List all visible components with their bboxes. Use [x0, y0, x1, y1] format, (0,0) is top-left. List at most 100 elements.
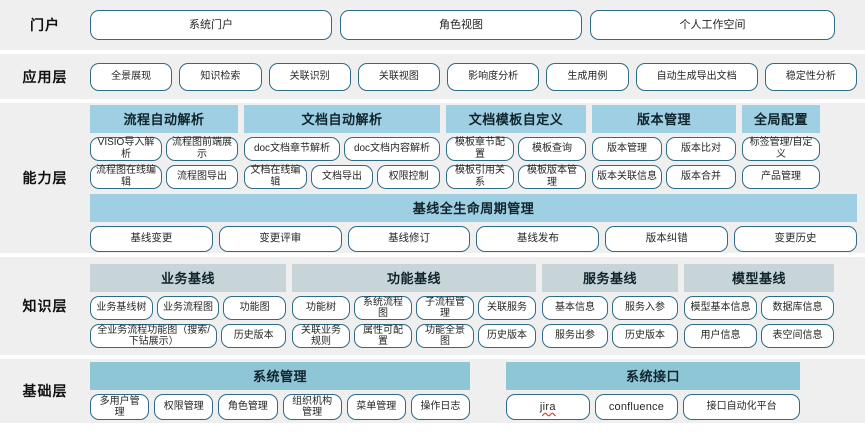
knowledge-item-full-business-flow-chart[interactable]: 全业务流程功能图（搜索/下钻展示）: [90, 324, 218, 348]
knowledge-item-database-info[interactable]: 数据库信息: [761, 296, 834, 320]
knowledge-item-related-business-rule[interactable]: 关联业务规则: [292, 324, 350, 348]
capability-item-flow-frontend-display[interactable]: 流程图前端展示: [166, 136, 238, 161]
application-item-impact-analysis[interactable]: 影响度分析: [447, 62, 540, 91]
application-button-row: 全景展现 知识检索 关联识别 关联视图 影响度分析 生成用例 自动生成导出文档 …: [90, 62, 857, 91]
layer-label-foundation: 基础层: [22, 383, 68, 399]
capability-group-row: doc文档章节解析 doc文档内容解析: [244, 136, 440, 161]
capability-item-doc-export[interactable]: 文档导出: [310, 164, 374, 189]
lifecycle-item-baseline-release[interactable]: 基线发布: [476, 225, 600, 252]
knowledge-item-service-input-param[interactable]: 服务入参: [612, 296, 678, 320]
knowledge-group-title: 模型基线: [684, 264, 834, 292]
confluence-label: confluence: [608, 400, 665, 413]
application-item-auto-export-doc[interactable]: 自动生成导出文档: [635, 62, 758, 91]
capability-item-template-version-mgmt[interactable]: 模板版本管理: [518, 164, 586, 189]
layer-label-knowledge: 知识层: [22, 298, 68, 314]
foundation-item-org-management[interactable]: 组织机构管理: [282, 394, 342, 420]
foundation-group-row: 多用户管理 权限管理 角色管理 组织机构管理 菜单管理 操作日志: [90, 394, 471, 420]
foundation-groups: 系统管理 多用户管理 权限管理 角色管理 组织机构管理 菜单管理 操作日志 系统…: [90, 362, 857, 420]
knowledge-item-related-service[interactable]: 关联服务: [478, 296, 536, 320]
knowledge-group-title: 业务基线: [90, 264, 286, 292]
knowledge-item-subprocess-management[interactable]: 子流程管理: [416, 296, 474, 320]
portal-button-row: 系统门户 角色视图 个人工作空间: [90, 10, 857, 40]
knowledge-group-title: 功能基线: [292, 264, 536, 292]
lifecycle-item-change-history[interactable]: 变更历史: [734, 225, 857, 252]
knowledge-group-row: 功能树 系统流程图 子流程管理 关联服务: [292, 296, 536, 320]
knowledge-item-function-history-version[interactable]: 历史版本: [478, 324, 536, 348]
capability-group-title: 版本管理: [592, 104, 736, 133]
lifecycle-item-baseline-revision[interactable]: 基线修订: [347, 225, 471, 252]
capability-group-row: 标签管理/自定义: [742, 136, 820, 161]
lifecycle-title: 基线全生命周期管理: [90, 193, 857, 222]
knowledge-item-function-panorama[interactable]: 功能全景图: [416, 324, 474, 348]
lifecycle-item-version-correction[interactable]: 版本纠错: [605, 225, 729, 252]
foundation-item-role-management[interactable]: 角色管理: [218, 394, 278, 420]
capability-item-template-chapter-config[interactable]: 模板章节配置: [446, 136, 514, 161]
knowledge-group-row: 关联业务规则 属性可配置 功能全景图 历史版本: [292, 324, 536, 348]
application-item-generate-cases[interactable]: 生成用例: [546, 62, 629, 91]
knowledge-item-system-flow-chart[interactable]: 系统流程图: [354, 296, 412, 320]
portal-item-personal-workspace[interactable]: 个人工作空间: [590, 10, 835, 40]
capability-group-title: 文档自动解析: [244, 104, 440, 133]
foundation-item-menu-management[interactable]: 菜单管理: [346, 394, 406, 420]
application-item-knowledge-search[interactable]: 知识检索: [179, 62, 262, 91]
layer-label-capability: 能力层: [22, 170, 68, 186]
capability-item-version-merge[interactable]: 版本合并: [666, 164, 736, 189]
knowledge-item-business-baseline-tree[interactable]: 业务基线树: [90, 296, 153, 320]
foundation-item-interface-automation-platform[interactable]: 接口自动化平台: [683, 394, 800, 420]
capability-item-visio-import[interactable]: VISIO导入解析: [90, 136, 162, 161]
knowledge-item-service-history-version[interactable]: 历史版本: [612, 324, 678, 348]
application-item-relation-identify[interactable]: 关联识别: [268, 62, 351, 91]
capability-item-flow-online-edit[interactable]: 流程图在线编辑: [90, 164, 162, 189]
capability-item-version-compare[interactable]: 版本比对: [666, 136, 736, 161]
capability-item-flow-export[interactable]: 流程图导出: [166, 164, 238, 189]
jira-label: jira: [539, 400, 556, 413]
knowledge-item-function-chart[interactable]: 功能图: [223, 296, 287, 320]
capability-item-product-management[interactable]: 产品管理: [742, 164, 820, 189]
foundation-item-confluence[interactable]: confluence: [594, 394, 679, 420]
portal-item-system-portal[interactable]: 系统门户: [90, 10, 332, 40]
knowledge-item-attribute-configurable[interactable]: 属性可配置: [354, 324, 412, 348]
knowledge-group-row: 基本信息 服务入参: [542, 296, 678, 320]
capability-group-global-config: 全局配置 标签管理/自定义 产品管理: [742, 104, 820, 189]
capability-group-process-parsing: 流程自动解析 VISIO导入解析 流程图前端展示 流程图在线编辑 流程图导出: [90, 104, 238, 189]
capability-item-tag-management[interactable]: 标签管理/自定义: [742, 136, 820, 161]
capability-group-row: 流程图在线编辑 流程图导出: [90, 164, 238, 189]
layer-capability: 能力层 流程自动解析 VISIO导入解析 流程图前端展示 流程图在线编辑 流程图…: [0, 103, 865, 253]
foundation-item-multi-user-management[interactable]: 多用户管理: [90, 394, 150, 420]
capability-item-version-relation-info[interactable]: 版本关联信息: [592, 164, 662, 189]
foundation-item-operation-log[interactable]: 操作日志: [410, 394, 471, 420]
application-item-relation-view[interactable]: 关联视图: [357, 62, 440, 91]
knowledge-item-tablespace-info[interactable]: 表空间信息: [761, 324, 834, 348]
knowledge-item-user-info[interactable]: 用户信息: [684, 324, 757, 348]
capability-item-version-management[interactable]: 版本管理: [592, 136, 662, 161]
knowledge-item-function-tree[interactable]: 功能树: [292, 296, 350, 320]
layer-knowledge: 知识层 业务基线 业务基线树 业务流程图 功能图 全业务流程功能图（搜索/下钻展…: [0, 257, 865, 355]
capability-group-row: 模板引用关系 模板版本管理: [446, 164, 586, 189]
portal-item-role-view[interactable]: 角色视图: [340, 10, 582, 40]
foundation-item-permission-management[interactable]: 权限管理: [154, 394, 214, 420]
application-item-stability-analysis[interactable]: 稳定性分析: [764, 62, 857, 91]
capability-item-doc-online-edit[interactable]: 文档在线编辑: [244, 164, 307, 189]
capability-item-template-reference[interactable]: 模板引用关系: [446, 164, 514, 189]
knowledge-item-basic-info[interactable]: 基本信息: [542, 296, 608, 320]
knowledge-item-service-output-param[interactable]: 服务出参: [542, 324, 608, 348]
knowledge-item-model-basic-info[interactable]: 模型基本信息: [684, 296, 757, 320]
lifecycle-item-baseline-change[interactable]: 基线变更: [90, 225, 213, 252]
knowledge-item-business-flow-chart[interactable]: 业务流程图: [156, 296, 220, 320]
layer-label-portal: 门户: [30, 17, 60, 33]
foundation-group-row: jira confluence 接口自动化平台: [506, 394, 800, 420]
capability-group-row: 版本管理 版本比对: [592, 136, 736, 161]
capability-group-title: 文档模板自定义: [446, 104, 586, 133]
capability-group-row: 模板章节配置 模板查询: [446, 136, 586, 161]
capability-item-permission-control[interactable]: 权限控制: [377, 164, 441, 189]
capability-groups: 流程自动解析 VISIO导入解析 流程图前端展示 流程图在线编辑 流程图导出 文…: [90, 104, 857, 189]
application-item-panorama[interactable]: 全景展现: [90, 62, 173, 91]
capability-item-doc-content-parse[interactable]: doc文档内容解析: [344, 136, 440, 161]
capability-item-doc-chapter-parse[interactable]: doc文档章节解析: [244, 136, 340, 161]
knowledge-item-history-version[interactable]: 历史版本: [221, 324, 286, 348]
capability-item-template-query[interactable]: 模板查询: [518, 136, 586, 161]
foundation-item-jira[interactable]: jira: [506, 394, 590, 420]
capability-group-row: 版本关联信息 版本合并: [592, 164, 736, 189]
knowledge-group-row: 服务出参 历史版本: [542, 324, 678, 348]
lifecycle-item-change-review[interactable]: 变更评审: [218, 225, 342, 252]
